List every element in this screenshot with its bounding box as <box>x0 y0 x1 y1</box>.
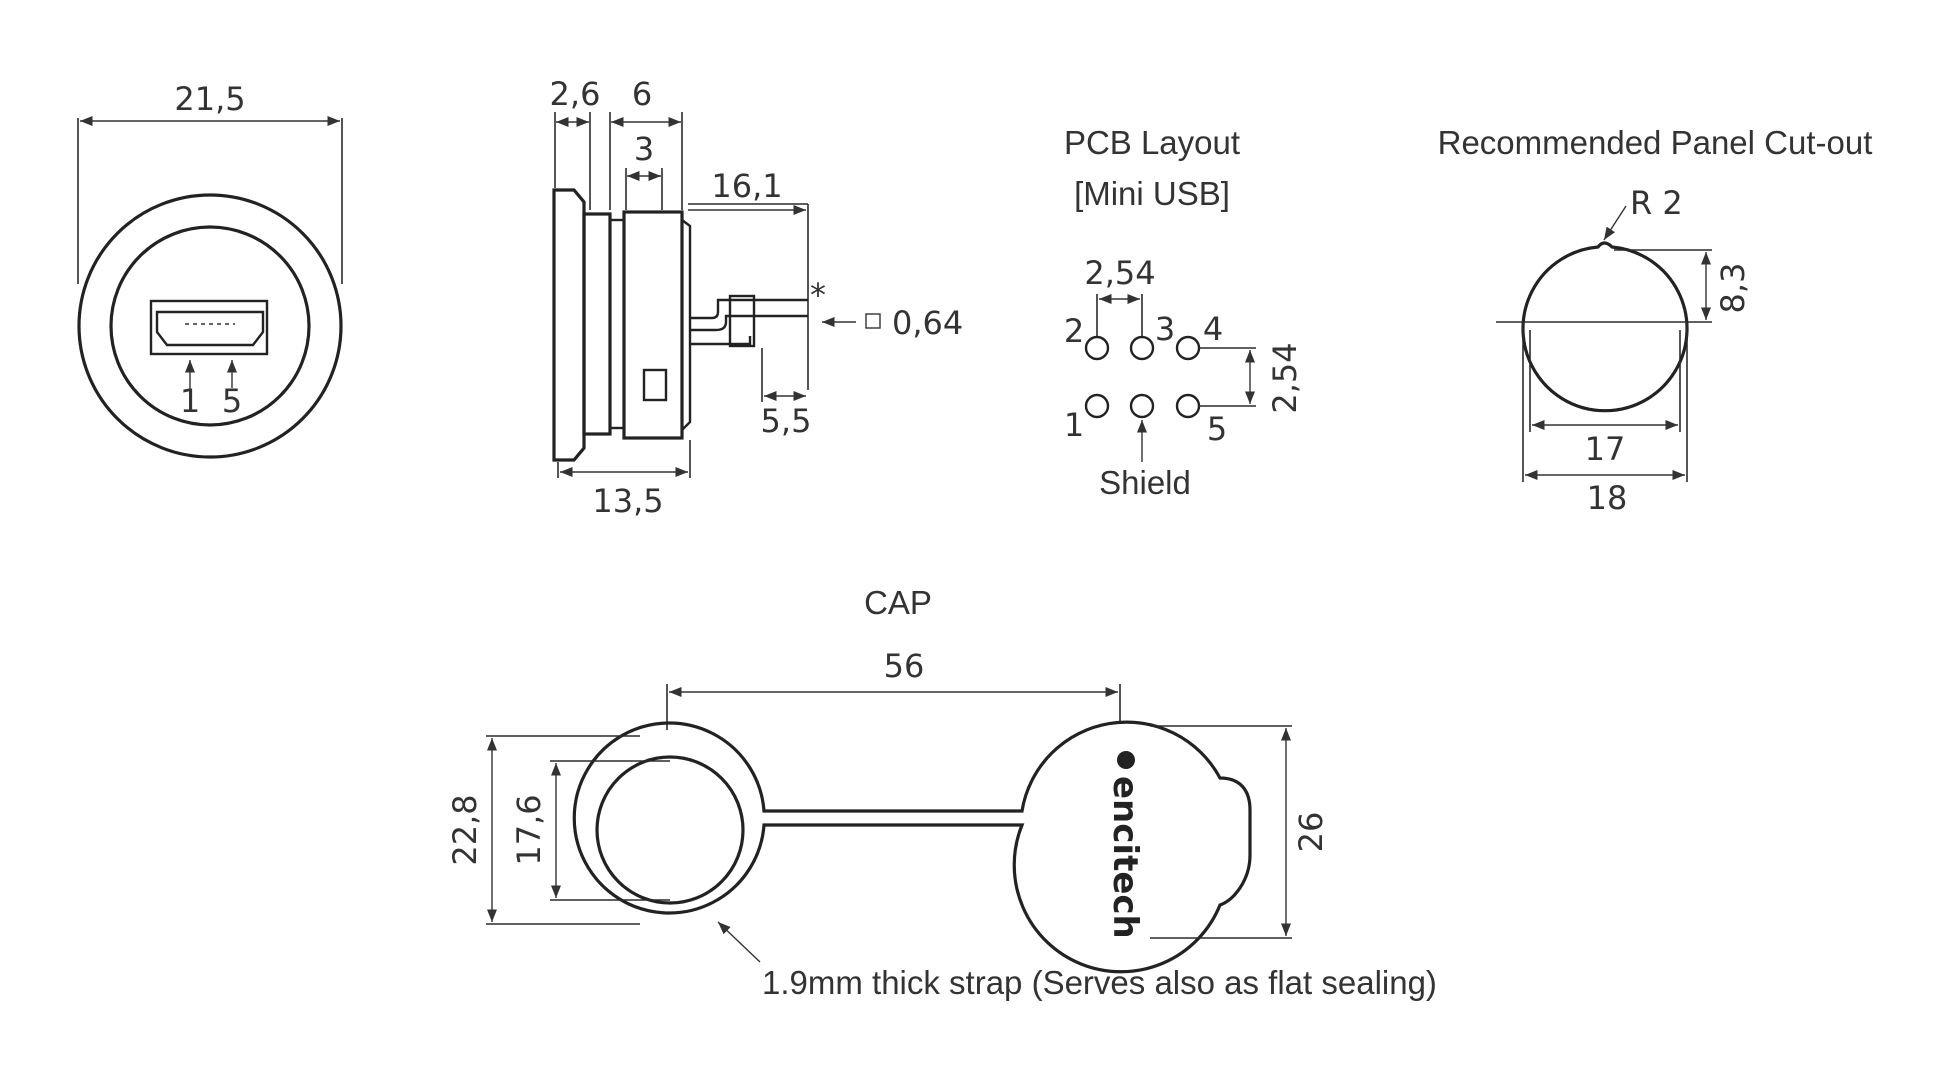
logo-dot-icon <box>1117 751 1135 769</box>
cutout-profile <box>1521 241 1689 413</box>
pin1-label: 1 <box>180 382 200 420</box>
dim-6-label: 6 <box>632 75 652 113</box>
strap-note: 1.9mm thick strap (Serves also as flat s… <box>762 964 1437 1001</box>
cutout-diameter-18-label: 18 <box>1587 479 1628 517</box>
pcb-pin-4-label: 4 <box>1203 310 1223 348</box>
side-pin-upper <box>690 298 808 320</box>
cap-ring-inner <box>595 755 745 905</box>
cap-center-distance-label: 56 <box>884 647 925 685</box>
side-pin-middle <box>690 314 808 332</box>
front-inner-ring <box>109 225 311 427</box>
asterisk-label: * <box>810 276 826 314</box>
panel-cutout: Recommended Panel Cut-out R 2 8,3 17 18 <box>1438 124 1873 517</box>
pcb-subtitle: [Mini USB] <box>1074 175 1230 212</box>
pcb-pin-5-label: 5 <box>1207 410 1227 448</box>
pcb-pad-5 <box>1175 393 1201 419</box>
cutout-width-17-label: 17 <box>1585 430 1626 468</box>
pcb-title: PCB Layout <box>1064 124 1240 161</box>
cap-head-dimension-label: 26 <box>1292 812 1330 853</box>
pcb-pad-2 <box>1084 335 1110 361</box>
side-view: 2,6 6 3 16,1 * 0,64 5,5 13,5 <box>550 75 964 520</box>
cap-title: CAP <box>864 584 932 621</box>
side-pin-housing <box>728 294 756 348</box>
pcb-pad-3 <box>1129 335 1155 361</box>
side-latch <box>642 368 668 402</box>
pcb-pitch-vertical-label: 2,54 <box>1266 342 1304 413</box>
pcb-pin-2-label: 2 <box>1064 312 1084 350</box>
cap-logo: encitech <box>1105 751 1145 939</box>
dim-2-6-label: 2,6 <box>550 75 601 113</box>
pcb-pad-1 <box>1084 393 1110 419</box>
square-pin-icon <box>865 313 881 329</box>
cutout-title: Recommended Panel Cut-out <box>1438 124 1873 161</box>
dim-13-5-label: 13,5 <box>592 482 663 520</box>
dim-5-5-label: 5,5 <box>761 402 812 440</box>
side-collar <box>582 212 612 436</box>
side-body <box>622 210 684 440</box>
cutout-radius-arrow <box>1603 205 1627 241</box>
front-view: 21,5 1 5 <box>77 80 343 459</box>
dim-3-label: 3 <box>634 130 654 168</box>
cap-logo-text: encitech <box>1105 776 1145 939</box>
mini-usb-port <box>155 310 265 347</box>
front-outer-ring <box>77 193 343 459</box>
pin5-label: 5 <box>222 382 242 420</box>
cap-inner-dimension-label: 17,6 <box>510 794 548 865</box>
cutout-radius-label: R 2 <box>1630 184 1683 222</box>
cap-outline <box>572 720 1252 974</box>
pin-size-label: 0,64 <box>892 304 963 342</box>
cap-view: CAP 56 encitech 22,8 17,6 26 1.9mm thick… <box>446 584 1437 1001</box>
pcb-pad-shield <box>1129 393 1155 419</box>
dim-16-1-label: 16,1 <box>711 167 782 205</box>
pcb-pitch-horizontal-label: 2,54 <box>1084 254 1155 292</box>
side-flange <box>552 188 586 462</box>
strap-note-arrow <box>717 921 761 963</box>
side-thread <box>681 219 692 431</box>
front-diameter-label: 21,5 <box>174 80 245 118</box>
cutout-flat-height-label: 8,3 <box>1714 263 1752 314</box>
pcb-pin-1-label: 1 <box>1064 406 1084 444</box>
pcb-layout: PCB Layout [Mini USB] 2,54 2 3 4 1 5 2,5… <box>1064 124 1304 501</box>
cap-outer-dimension-label: 22,8 <box>446 794 484 865</box>
side-pin-lower <box>690 336 752 346</box>
usb-socket-frame <box>149 299 269 356</box>
shield-label: Shield <box>1099 464 1191 501</box>
pcb-pin-3-label: 3 <box>1155 310 1175 348</box>
pcb-pad-4 <box>1175 335 1201 361</box>
